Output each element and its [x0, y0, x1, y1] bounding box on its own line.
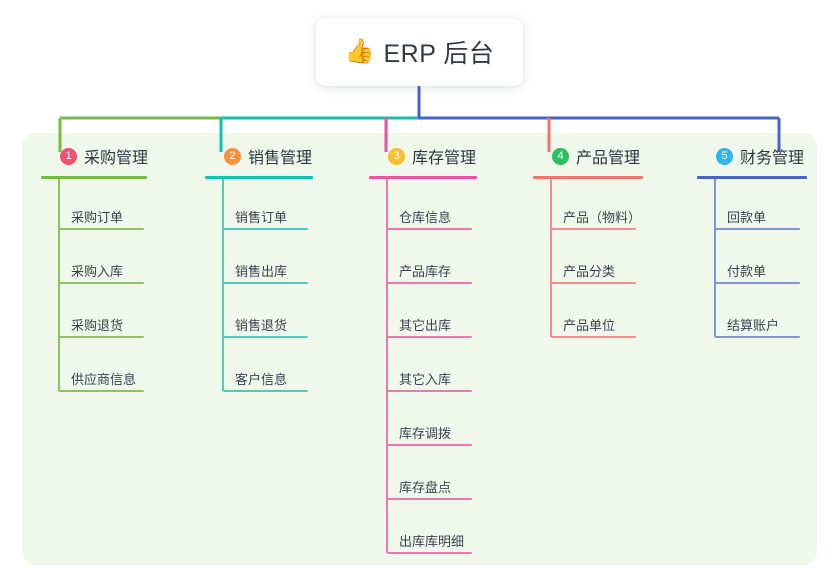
root-node[interactable]: 👍 ERP 后台 — [316, 18, 523, 86]
leaf-item[interactable]: 客户信息 — [235, 372, 288, 387]
thumbs-up-icon: 👍 — [344, 38, 375, 65]
branch-header-1[interactable]: 1 采购管理 — [41, 145, 148, 167]
leaf-item[interactable]: 产品（物料） — [563, 210, 642, 225]
branch-title-4: 产品管理 — [576, 150, 641, 167]
leaf-rule — [59, 228, 144, 230]
branch-rule-3 — [369, 176, 477, 179]
leaf-item[interactable]: 库存盘点 — [399, 480, 452, 495]
branch-column-3: 3 库存管理仓库信息产品库存其它出库其它入库库存调拨库存盘点出库库明细 — [369, 145, 477, 554]
leaf-item[interactable]: 产品单位 — [563, 318, 616, 333]
leaf-item[interactable]: 付款单 — [727, 264, 767, 279]
branch-header-4[interactable]: 4 产品管理 — [533, 145, 640, 167]
branch-title-3: 库存管理 — [412, 150, 477, 167]
branch-column-4: 4 产品管理产品（物料） 产品分类产品单位 — [533, 145, 643, 338]
branch-rule-1 — [41, 176, 147, 179]
leaf-rule — [715, 336, 800, 338]
root-title: ERP 后台 — [383, 40, 495, 68]
leaf-rule — [387, 552, 472, 554]
leaf-item[interactable]: 采购订单 — [71, 210, 124, 225]
leaf-item[interactable]: 采购入库 — [71, 264, 124, 279]
leaf-item[interactable]: 产品库存 — [399, 264, 452, 279]
leaf-rule — [223, 390, 308, 392]
leaf-item[interactable]: 出库库明细 — [399, 534, 465, 549]
branch-header-5[interactable]: 5 财务管理 — [697, 145, 804, 167]
branch-column-1: 1 采购管理采购订单采购入库采购退货供应商信息 — [41, 145, 148, 392]
leaf-rule — [223, 336, 308, 338]
leaf-rule — [223, 228, 308, 230]
branch-badge-5: 5 — [716, 147, 733, 165]
leaf-item[interactable]: 销售订单 — [235, 210, 288, 225]
leaf-rule — [387, 228, 472, 230]
leaf-rule — [387, 390, 472, 392]
leaf-item[interactable]: 销售退货 — [235, 318, 288, 333]
branch-rule-5 — [697, 176, 807, 179]
leaf-rule — [387, 282, 472, 284]
leaf-rule — [387, 444, 472, 446]
branch-title-5: 财务管理 — [740, 150, 805, 167]
leaf-item[interactable]: 采购退货 — [71, 318, 124, 333]
leaf-rule — [715, 282, 800, 284]
leaf-rule — [551, 228, 636, 230]
leaf-rule — [59, 390, 144, 392]
branches-panel — [22, 133, 817, 565]
leaf-item[interactable]: 库存调拨 — [399, 426, 452, 441]
leaf-item[interactable]: 仓库信息 — [399, 210, 452, 225]
branch-header-3[interactable]: 3 库存管理 — [369, 145, 476, 167]
branch-rule-2 — [205, 176, 313, 179]
branch-title-1: 采购管理 — [84, 150, 149, 167]
branch-header-2[interactable]: 2 销售管理 — [205, 145, 312, 167]
branch-badge-4: 4 — [552, 147, 569, 165]
leaf-item[interactable]: 其它入库 — [399, 372, 452, 387]
branch-title-2: 销售管理 — [248, 150, 313, 167]
branch-rule-4 — [533, 176, 643, 179]
leaf-item[interactable]: 产品分类 — [563, 264, 616, 279]
leaf-rule — [551, 336, 636, 338]
leaf-rule — [59, 336, 144, 338]
branch-badge-1: 1 — [60, 147, 77, 165]
leaf-rule — [551, 282, 636, 284]
leaf-item[interactable]: 销售出库 — [235, 264, 288, 279]
branch-badge-3: 3 — [388, 147, 405, 165]
branch-badge-2: 2 — [224, 147, 241, 165]
leaf-rule — [59, 282, 144, 284]
leaf-rule — [387, 336, 472, 338]
leaf-rule — [223, 282, 308, 284]
branch-column-2: 2 销售管理销售订单销售出库销售退货客户信息 — [205, 145, 313, 392]
leaf-rule — [387, 498, 472, 500]
leaf-item[interactable]: 其它出库 — [399, 318, 452, 333]
leaf-item[interactable]: 结算账户 — [727, 318, 780, 333]
leaf-item[interactable]: 回款单 — [727, 210, 767, 225]
branch-column-5: 5 财务管理回款单付款单结算账户 — [697, 145, 807, 338]
leaf-rule — [715, 228, 800, 230]
leaf-item[interactable]: 供应商信息 — [71, 372, 137, 387]
